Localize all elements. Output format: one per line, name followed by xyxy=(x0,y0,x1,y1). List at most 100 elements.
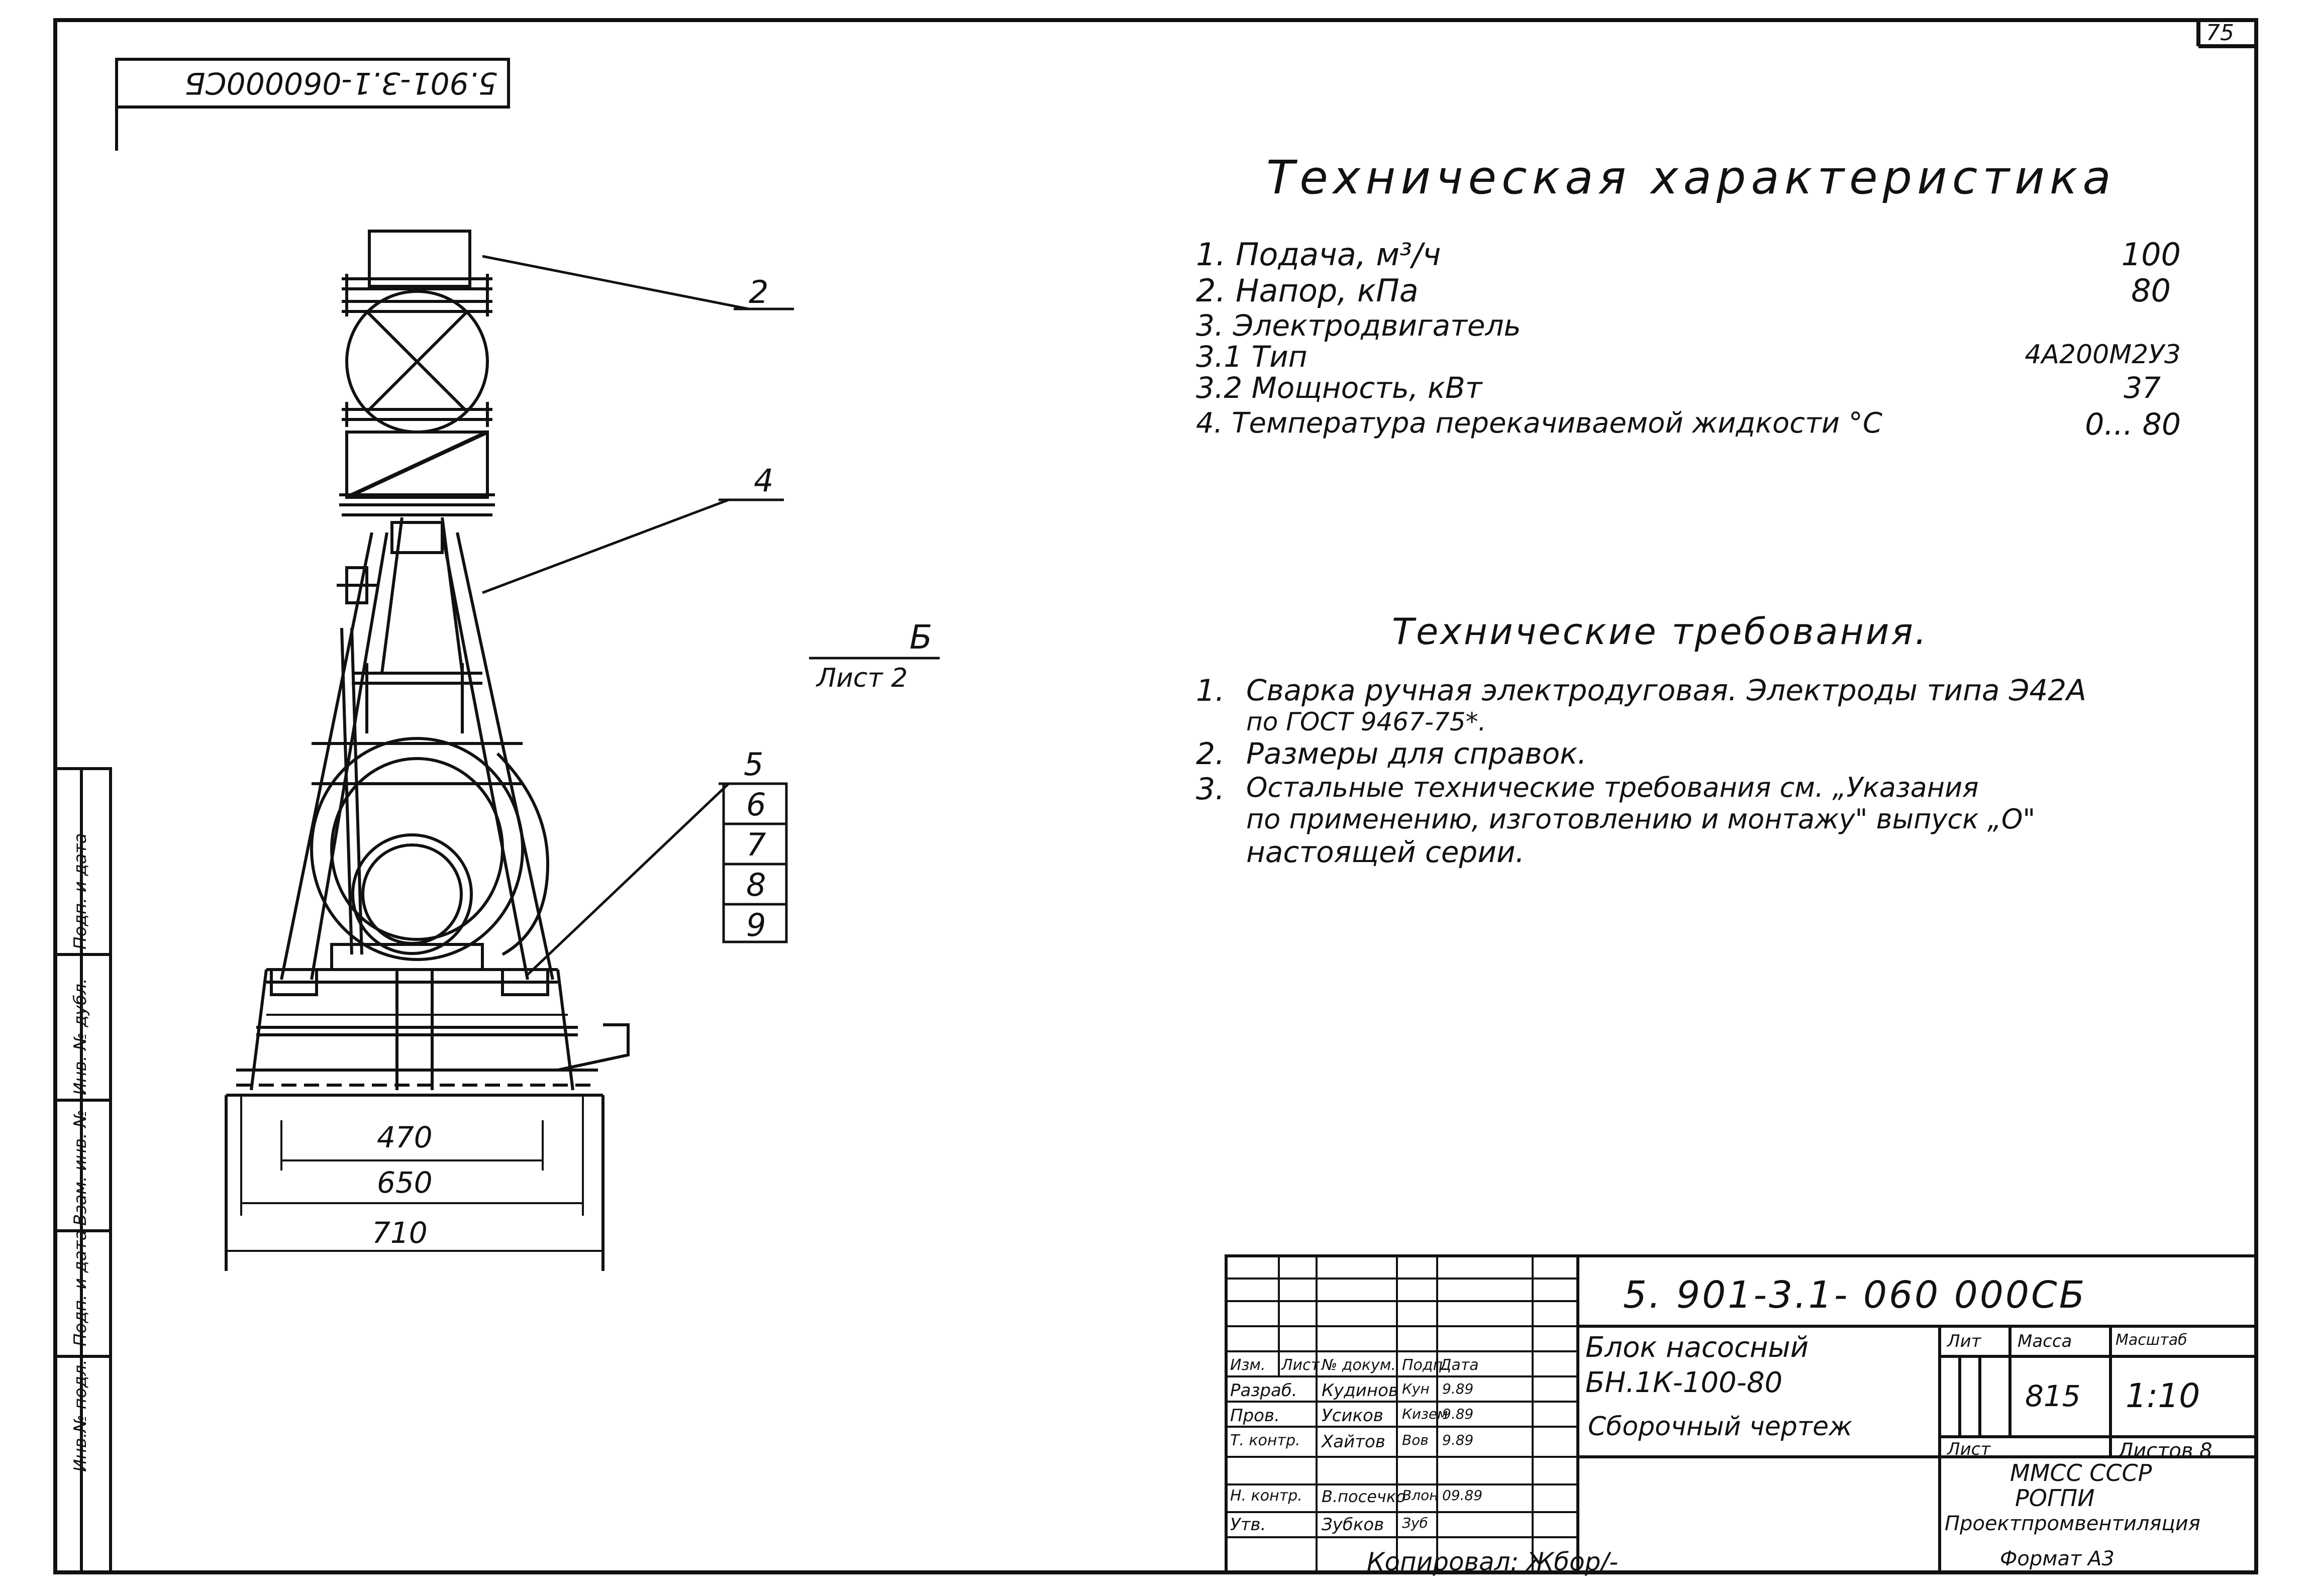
sig-sign: Кизем xyxy=(1402,1406,1448,1422)
sig-sign: Зуб xyxy=(1402,1515,1428,1531)
requirement-item: 1. Сварка ручная электродуговая. Электро… xyxy=(1196,673,2086,736)
char-value: 100 xyxy=(2121,236,2181,273)
char-row: 4. Температура перекачиваемой жидкости °… xyxy=(1196,407,2181,443)
callout-4: 4 xyxy=(754,462,774,499)
requirement-item: 3. Остальные технические требования см. … xyxy=(1196,772,2086,869)
char-row: 3.2 Мощность, кВт 37 xyxy=(1196,371,2181,407)
title-block-rows xyxy=(1226,1256,1578,1572)
product-name-2: БН.1К-100-80 xyxy=(1585,1366,1783,1399)
requirement-line: настоящей серии. xyxy=(1246,835,1525,869)
callout-2: 2 xyxy=(749,274,769,310)
sig-name: Хайтов xyxy=(1322,1432,1385,1452)
header-lit: Лит xyxy=(1947,1331,1981,1351)
char-value: 80 xyxy=(2131,272,2171,309)
char-row: 2. Напор, кПа 80 xyxy=(1196,272,2181,309)
drawing-type: Сборочный чертеж xyxy=(1588,1412,1852,1442)
char-row: 1. Подача, м³/ч 100 xyxy=(1196,236,2181,273)
callout-5: 5 xyxy=(744,746,764,783)
callout-6: 6 xyxy=(746,786,766,823)
sheets-label: Листов 8 xyxy=(2118,1439,2212,1462)
doc-code: 5. 901-3.1- 060 000СБ xyxy=(1623,1273,2087,1317)
requirement-number: 2. xyxy=(1196,736,1225,772)
view-ref-number: Б xyxy=(910,618,933,657)
sig-name: Усиков xyxy=(1322,1406,1383,1426)
header-scale: Масштаб xyxy=(2116,1331,2187,1349)
sig-role: Т. контр. xyxy=(1230,1432,1300,1449)
format-label: Формат А3 xyxy=(2000,1547,2115,1570)
dim-710: 710 xyxy=(372,1216,428,1250)
title-block-grid xyxy=(1225,1254,2258,1574)
dimension-lines xyxy=(226,1095,603,1252)
char-label: 2. Напор, кПа xyxy=(1196,272,1419,309)
tech-characteristics-title: Техническая характеристика xyxy=(1266,151,2116,204)
sig-date: 9.89 xyxy=(1442,1406,1474,1422)
col-header-date: Дата xyxy=(1440,1356,1479,1374)
char-label: 3.2 Мощность, кВт xyxy=(1196,371,1482,405)
sig-sign: Вов xyxy=(1402,1432,1429,1448)
char-value: 0... 80 xyxy=(2085,407,2181,442)
char-value: 37 xyxy=(2124,371,2161,405)
sig-name: В.посечко xyxy=(1322,1487,1406,1506)
header-mass: Масса xyxy=(2018,1331,2072,1351)
tech-characteristics-list: 1. Подача, м³/ч 100 2. Напор, кПа 80 3. … xyxy=(1196,236,2181,443)
org-line-2: РОГПИ xyxy=(2015,1484,2095,1512)
side-strip-label-3: Взам. инв. № xyxy=(70,1110,90,1226)
requirement-item: 2. Размеры для справок. xyxy=(1196,736,2086,772)
side-strip-label-4: Инв. № дубл. xyxy=(70,978,90,1095)
requirement-line: Сварка ручная электродуговая. Электроды … xyxy=(1246,673,2086,707)
char-row: 3.1 Тип 4А200М2У3 xyxy=(1196,340,2181,374)
view-ref-sheet: Лист 2 xyxy=(817,663,908,693)
sig-role: Разраб. xyxy=(1230,1380,1297,1401)
requirement-line: Остальные технические требования см. „Ук… xyxy=(1246,772,1979,803)
callout-9: 9 xyxy=(746,907,766,943)
sig-name: Кудинов xyxy=(1322,1380,1398,1401)
char-label: 3.1 Тип xyxy=(1196,340,1307,374)
sig-date: 9.89 xyxy=(1442,1380,1474,1397)
side-strip-label-5: Подп. и дата xyxy=(70,833,90,949)
callout-stack xyxy=(722,782,788,943)
dim-470: 470 xyxy=(377,1120,433,1154)
char-label: 4. Температура перекачиваемой жидкости °… xyxy=(1196,407,1883,440)
dim-650: 650 xyxy=(377,1165,433,1200)
sig-name: Зубков xyxy=(1322,1515,1384,1535)
sheet-label: Лист xyxy=(1947,1439,1991,1459)
sig-sign: Влон xyxy=(1402,1487,1439,1504)
requirement-line: по применению, изготовлению и монтажу" в… xyxy=(1246,803,2036,835)
product-name-1: Блок насосный xyxy=(1585,1331,1809,1364)
org-line-1: ММСС СССР xyxy=(2010,1459,2152,1486)
col-header-sign: Подп. xyxy=(1402,1356,1448,1374)
sig-sign: Кун xyxy=(1402,1380,1430,1397)
binding-strip xyxy=(54,767,112,1574)
col-header-sheet: Лист xyxy=(1281,1356,1320,1374)
sig-role: Н. контр. xyxy=(1230,1487,1302,1505)
side-strip-label-2: Подп. и дата xyxy=(70,1230,90,1346)
callout-8: 8 xyxy=(746,867,766,903)
sig-date: 09.89 xyxy=(1442,1487,1483,1504)
col-header-doc: № докум. xyxy=(1322,1356,1396,1374)
char-label: 3. Электродвигатель xyxy=(1196,308,1521,343)
sheet-number: 75 xyxy=(2206,20,2234,46)
col-header-change: Изм. xyxy=(1230,1356,1266,1374)
pump-assembly xyxy=(225,230,630,1271)
sig-date: 9.89 xyxy=(1442,1432,1474,1448)
requirement-number: 1. xyxy=(1196,673,1225,708)
tech-requirements-title: Технические требования. xyxy=(1392,610,1929,653)
copied-by: Копировал: Жбор/- xyxy=(1367,1547,1619,1576)
sig-role: Пров. xyxy=(1230,1406,1280,1426)
leader-lines xyxy=(482,255,940,976)
requirement-line: по ГОСТ 9467-75*. xyxy=(1246,707,1486,736)
code-stamp-rotated: 5.901-3.1-060000СБ xyxy=(184,65,497,100)
requirement-line: Размеры для справок. xyxy=(1246,736,1587,771)
tech-requirements-list: 1. Сварка ручная электродуговая. Электро… xyxy=(1196,673,2086,869)
scale-value: 1:10 xyxy=(2126,1376,2200,1415)
char-label: 1. Подача, м³/ч xyxy=(1196,236,1441,273)
mass-value: 815 xyxy=(2025,1379,2081,1413)
requirement-number: 3. xyxy=(1196,772,1225,807)
side-strip-label-1: Инв.№ подл. xyxy=(70,1359,90,1472)
callout-7: 7 xyxy=(746,826,766,863)
sig-role: Утв. xyxy=(1230,1515,1266,1535)
char-row: 3. Электродвигатель xyxy=(1196,308,2181,343)
char-value: 4А200М2У3 xyxy=(2025,340,2181,370)
org-line-3: Проектпромвентиляция xyxy=(1945,1512,2200,1535)
